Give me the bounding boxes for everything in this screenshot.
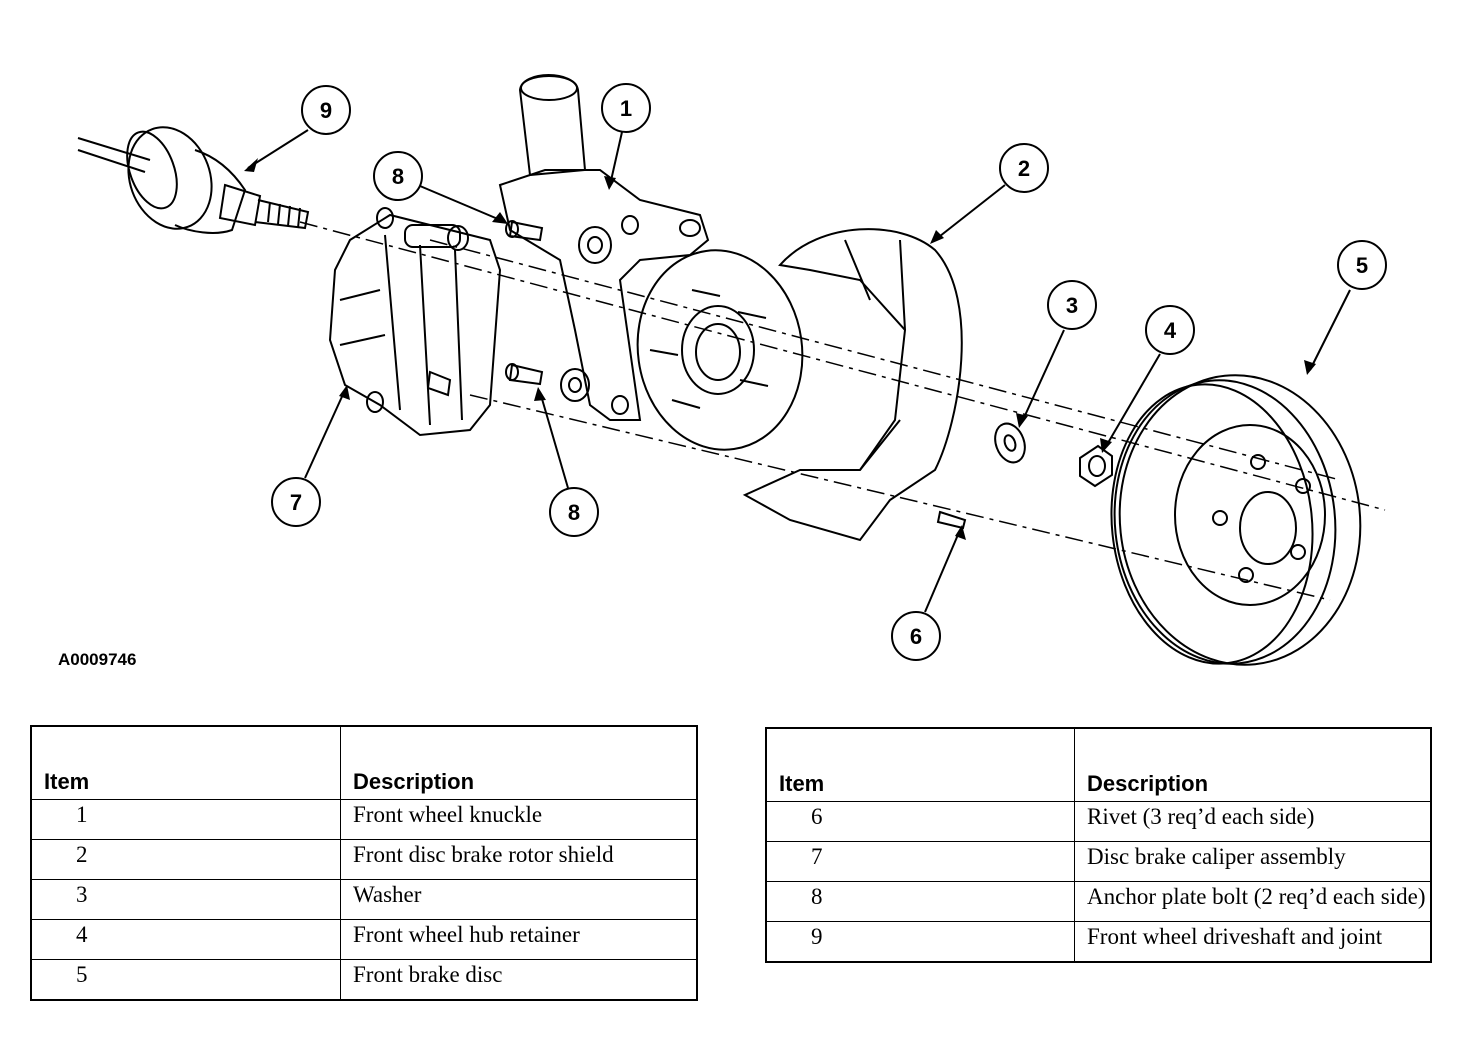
item-description: Front brake disc [340, 959, 698, 1001]
anchor-plate-bolt-part [505, 220, 544, 386]
table-row: 4 Front wheel hub retainer [30, 919, 698, 960]
callout-2: 2 [934, 143, 1049, 241]
item-number: 4 [30, 919, 341, 960]
driveshaft-joint-part [77, 126, 310, 234]
table-header-row: Item Description [765, 727, 1432, 802]
svg-text:7: 7 [290, 490, 302, 515]
svg-text:2: 2 [1018, 156, 1030, 181]
svg-text:1: 1 [620, 96, 632, 121]
item-number: 2 [30, 839, 341, 880]
callout-1: 1 [601, 83, 651, 186]
table-row: 8 Anchor plate bolt (2 req’d each side) [765, 881, 1432, 922]
legend-table-right: Item Description 6 Rivet (3 req’d each s… [765, 727, 1432, 963]
header-description: Description [340, 725, 698, 800]
figure-id: A0009746 [58, 650, 137, 669]
callout-8-upper: 8 [373, 151, 506, 223]
hub-flange-part [636, 249, 804, 451]
item-number: 7 [765, 841, 1075, 882]
item-number: 8 [765, 881, 1075, 922]
callout-4: 4 [1104, 305, 1195, 449]
item-number: 5 [30, 959, 341, 1001]
item-number: 1 [30, 799, 341, 840]
exploded-brake-diagram: 9 8 1 2 3 4 5 [77, 74, 1387, 666]
item-description: Disc brake caliper assembly [1074, 841, 1432, 882]
item-description: Anchor plate bolt (2 req’d each side) [1074, 881, 1432, 922]
item-description: Front wheel driveshaft and joint [1074, 921, 1432, 963]
rotor-shield-part [742, 228, 963, 542]
header-item: Item [765, 727, 1075, 802]
table-row: 5 Front brake disc [30, 959, 698, 1001]
item-description: Rivet (3 req’d each side) [1074, 801, 1432, 842]
rivet-part [936, 510, 967, 530]
washer-part [994, 422, 1026, 464]
header-item: Item [30, 725, 341, 800]
callout-3: 3 [1021, 280, 1097, 423]
item-number: 6 [765, 801, 1075, 842]
item-description: Front wheel knuckle [340, 799, 698, 840]
table-header-row: Item Description [30, 725, 698, 800]
svg-text:4: 4 [1164, 318, 1177, 343]
knuckle-part [498, 74, 710, 421]
svg-text:9: 9 [320, 98, 332, 123]
table-row: 1 Front wheel knuckle [30, 799, 698, 840]
table-row: 7 Disc brake caliper assembly [765, 841, 1432, 882]
item-description: Front disc brake rotor shield [340, 839, 698, 880]
svg-text:8: 8 [392, 164, 404, 189]
table-row: 2 Front disc brake rotor shield [30, 839, 698, 880]
svg-text:3: 3 [1066, 293, 1078, 318]
svg-text:5: 5 [1356, 253, 1368, 278]
assembly-axis-lines [299, 221, 1386, 601]
brake-disc-part [1110, 374, 1362, 666]
leader-arrowheads [244, 158, 1316, 540]
item-description: Washer [340, 879, 698, 920]
item-number: 3 [30, 879, 341, 920]
item-number: 9 [765, 921, 1075, 963]
svg-text:8: 8 [568, 500, 580, 525]
callout-7: 7 [271, 389, 346, 527]
item-description: Front wheel hub retainer [340, 919, 698, 960]
callout-8-lower: 8 [539, 391, 599, 537]
table-row: 9 Front wheel driveshaft and joint [765, 921, 1432, 963]
legend-table-left: Item Description 1 Front wheel knuckle 2… [30, 725, 698, 1001]
callout-9: 9 [247, 85, 351, 169]
table-row: 3 Washer [30, 879, 698, 920]
header-description: Description [1074, 727, 1432, 802]
callout-6: 6 [891, 529, 961, 661]
table-row: 6 Rivet (3 req’d each side) [765, 801, 1432, 842]
hub-retainer-part [1079, 444, 1113, 488]
caliper-assembly-part [328, 207, 502, 437]
svg-text:6: 6 [910, 624, 922, 649]
callout-5: 5 [1309, 240, 1387, 371]
